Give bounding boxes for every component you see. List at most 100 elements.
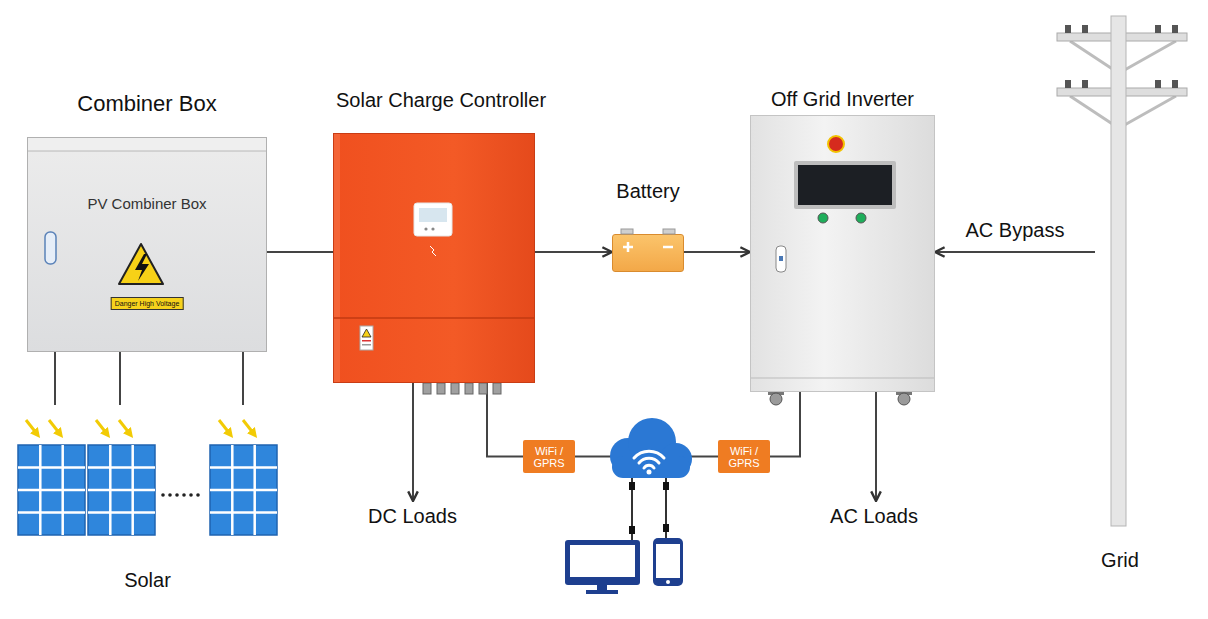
logo-mark [430,246,436,256]
phone-screen [656,544,680,578]
grid-pole: Grid [1095,15,1145,580]
phone-button [666,580,670,584]
sun-ray [26,420,37,434]
sun-ray [49,420,60,434]
edge-highlight [334,134,340,382]
wifi-dot [647,470,652,475]
dot [189,493,193,497]
base-line [751,378,934,379]
plug [663,524,669,532]
connector [487,383,523,457]
indicator-button [818,213,828,223]
plug [629,526,635,534]
door-handle [776,246,786,272]
node-heading: Battery [616,179,679,203]
node-art [334,134,534,382]
wifi-symbol [634,451,664,468]
node-heading: Grid [1101,548,1139,572]
monitor-screen [570,545,635,577]
monitor-base [586,590,618,594]
battery: Battery [612,234,684,272]
cable-gland [493,383,501,394]
combiner-box: Combiner BoxPV Combiner BoxDanger High V… [27,137,267,352]
module-text: WiFi / GPRS [722,445,766,469]
box-label: PV Combiner Box [28,195,266,213]
inverter-wheels [768,391,912,405]
dot [161,493,165,497]
cable-glands [423,383,501,394]
panel-line [334,317,534,319]
connector [770,392,800,457]
lid [28,138,266,151]
inverter-cabinet: Off Grid Inverter [750,115,935,392]
edge-label: AC Bypass [963,218,1068,242]
utility-pole [1057,16,1187,526]
load-label: DC Loads [355,501,470,535]
ellipsis-dots [161,493,200,497]
node-heading: Off Grid Inverter [771,87,914,111]
connector [412,383,414,501]
solar-panel [88,445,155,535]
computer-icon [565,540,640,594]
connector [875,392,877,501]
connector [267,251,333,253]
warning-triangle [119,244,163,284]
cable-gland [423,383,431,394]
dot [175,493,179,497]
cable-gland [437,383,445,394]
node-art [28,138,266,351]
dot [168,493,172,497]
display-bezel [414,203,452,236]
cable-gland [451,383,459,394]
warning-sticker [360,326,373,350]
display-bezel [794,161,896,209]
battery-terminal [621,229,633,234]
phone-icon [653,538,683,586]
connector [684,251,750,253]
sticker-line [362,340,371,342]
load-text: DC Loads [368,501,457,531]
pole-shaft [1111,16,1126,526]
solar-panel [210,445,277,535]
comm-module: WiFi / GPRS [718,440,770,473]
sticker-line [362,344,371,346]
insulator [1082,80,1088,88]
module-text: WiFi / GPRS [527,445,571,469]
wheel [770,393,782,405]
node-art [751,116,934,391]
insulator [1065,80,1071,88]
battery-terminal [663,229,675,234]
lock-mark [779,256,783,261]
display-screen [419,208,447,222]
cable-gland [479,383,487,394]
node-heading: Combiner Box [28,91,266,117]
connector [535,251,612,253]
cloud-icon [610,418,692,478]
dot [196,493,200,497]
load-text: AC Loads [830,501,918,531]
door-handle [45,232,56,264]
insulator [1082,25,1088,33]
monitor-frame [565,540,640,585]
lid-line [28,151,266,152]
solar-array: Solar [15,405,280,595]
insulator [1065,25,1071,33]
lightning-bolt [135,254,149,281]
button [424,227,427,230]
load-label: AC Loads [819,501,929,535]
warning-triangle [362,329,371,337]
warning-label: Danger High Voltage [111,297,184,310]
solar-panel [18,445,85,535]
button [431,227,434,230]
sun-rays [26,420,254,434]
insulator [1155,80,1161,88]
plus-symbol [623,242,633,252]
plug [663,482,669,490]
connector [55,352,243,405]
comm-module: WiFi / GPRS [523,440,575,473]
node-heading: Solar [15,568,280,592]
insulator [1172,80,1178,88]
wheel [898,393,910,405]
emergency-button [828,136,844,152]
